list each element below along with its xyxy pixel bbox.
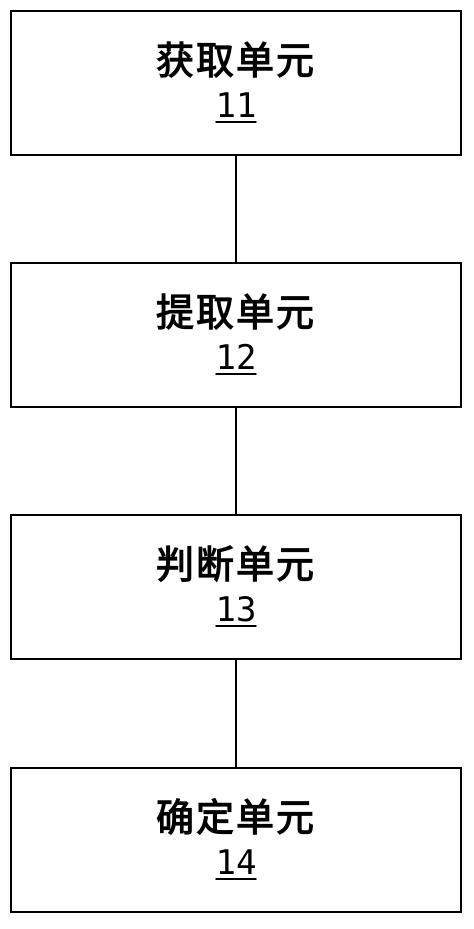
acquisition-unit-box: 获取单元 11 [10,10,462,156]
extraction-unit-box: 提取单元 12 [10,262,462,408]
determination-unit-box: 确定单元 14 [10,767,462,913]
unit-title: 提取单元 [155,289,316,335]
unit-number: 11 [215,86,257,127]
connector-line [235,156,237,262]
connector-line [235,660,237,767]
unit-number: 12 [215,338,257,379]
unit-title: 确定单元 [155,794,316,840]
unit-title: 判断单元 [155,541,316,587]
unit-title: 获取单元 [155,37,316,83]
judgment-unit-box: 判断单元 13 [10,514,462,660]
connector-line [235,408,237,514]
unit-number: 14 [215,843,257,884]
unit-number: 13 [215,590,257,631]
